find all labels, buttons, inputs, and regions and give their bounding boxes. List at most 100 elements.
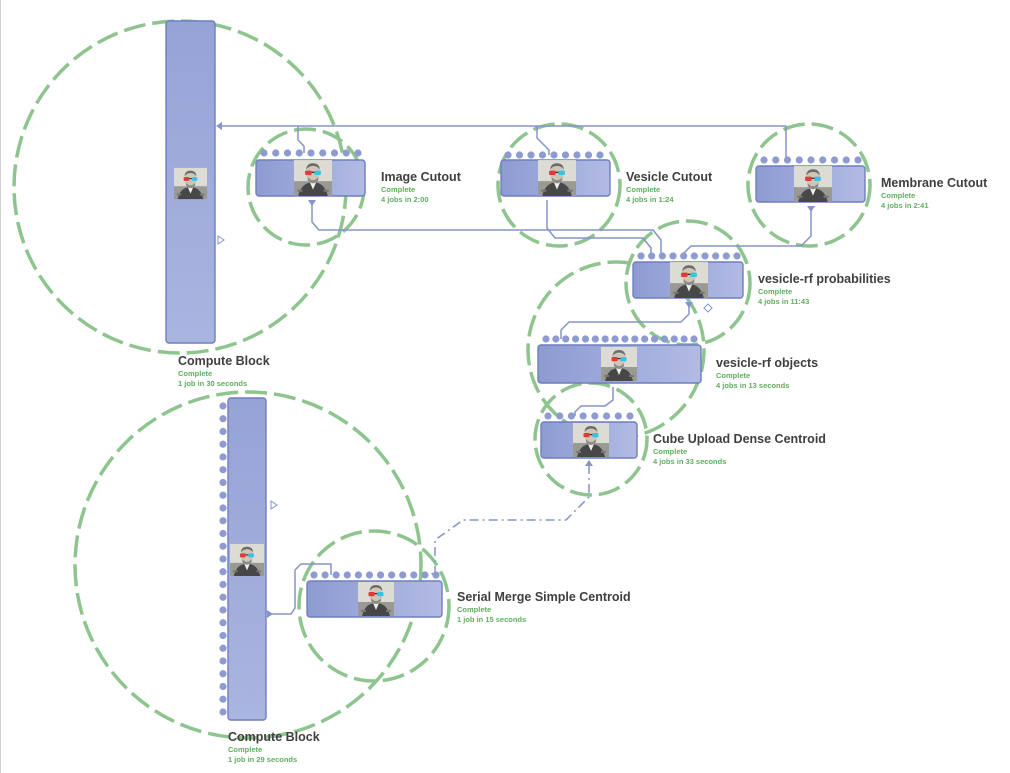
connector-objects-to-cube[interactable] (574, 387, 614, 416)
vesicle-rf-objects-port[interactable] (611, 335, 619, 343)
connector-serial-merge-to-cube[interactable] (434, 462, 590, 575)
connector-vesicle-cutout-input[interactable] (536, 126, 550, 155)
triangle-right-icon[interactable] (270, 500, 278, 510)
compute-block-2-port[interactable] (219, 644, 227, 652)
vesicle-rf-probabilities-port[interactable] (701, 252, 709, 260)
vesicle-rf-objects-port[interactable] (631, 335, 639, 343)
vesicle-rf-probabilities-port[interactable] (669, 252, 677, 260)
compute-block-2-module[interactable] (219, 397, 278, 721)
membrane-cutout-module[interactable] (755, 156, 866, 203)
membrane-cutout-port[interactable] (772, 156, 780, 164)
image-cutout-port[interactable] (342, 149, 350, 157)
cube-upload-dense-centroid-port[interactable] (591, 412, 599, 420)
compute-block-2-port[interactable] (219, 517, 227, 525)
image-cutout-port[interactable] (260, 149, 268, 157)
vesicle-rf-objects-port[interactable] (660, 335, 669, 343)
serial-merge-simple-centroid-port[interactable] (432, 571, 440, 579)
cube-upload-dense-centroid-port[interactable] (544, 412, 552, 420)
vesicle-cutout-module[interactable] (500, 151, 611, 197)
vesicle-rf-objects-port[interactable] (572, 335, 580, 343)
cube-upload-dense-centroid-port[interactable] (626, 412, 634, 420)
compute-block-2-port[interactable] (219, 542, 227, 550)
serial-merge-simple-centroid-port[interactable] (421, 571, 429, 579)
compute-block-2-port[interactable] (219, 708, 227, 716)
compute-block-2-port[interactable] (219, 580, 227, 589)
connector-vesicle-to-probabilities[interactable] (546, 200, 652, 256)
compute-block-2-port[interactable] (219, 555, 227, 563)
cube-upload-dense-centroid-port[interactable] (614, 412, 622, 420)
compute-block-2-port[interactable] (219, 491, 227, 499)
serial-merge-simple-centroid-port[interactable] (332, 571, 340, 579)
connector-probabilities-to-objects[interactable] (560, 302, 690, 339)
serial-merge-simple-centroid-port[interactable] (321, 571, 329, 579)
compute-block-2-port[interactable] (219, 415, 227, 423)
serial-merge-simple-centroid-port[interactable] (388, 571, 396, 579)
vesicle-cutout-port[interactable] (515, 151, 524, 159)
compute-block-2-port[interactable] (219, 682, 227, 691)
vesicle-cutout-port[interactable] (527, 151, 535, 159)
membrane-cutout-port[interactable] (760, 156, 768, 164)
compute-block-2-port[interactable] (219, 478, 227, 487)
compute-block-2-port[interactable] (219, 593, 227, 601)
membrane-cutout-port[interactable] (830, 156, 839, 164)
compute-block-2-port[interactable] (219, 466, 227, 474)
image-cutout-port[interactable] (272, 149, 280, 157)
serial-merge-simple-centroid-port[interactable] (399, 571, 407, 579)
membrane-cutout-port[interactable] (807, 156, 815, 164)
compute-block-2-port[interactable] (219, 453, 227, 461)
serial-merge-simple-centroid-port[interactable] (343, 571, 351, 579)
membrane-cutout-port[interactable] (842, 156, 850, 164)
serial-merge-simple-centroid-port[interactable] (354, 571, 362, 579)
vesicle-rf-probabilities-port[interactable] (722, 252, 730, 260)
compute-block-2-port[interactable] (219, 631, 227, 640)
serial-merge-simple-centroid-port[interactable] (310, 571, 318, 579)
connector-membrane-to-probabilities[interactable] (680, 206, 812, 257)
cube-upload-dense-centroid-port[interactable] (579, 412, 587, 420)
membrane-cutout-port[interactable] (783, 156, 792, 164)
image-cutout-port[interactable] (307, 149, 315, 157)
connector-compute-to-serial-merge[interactable] (267, 563, 332, 615)
compute-block-2-port[interactable] (219, 402, 227, 410)
vesicle-cutout-port[interactable] (550, 151, 558, 159)
cube-upload-dense-centroid-module[interactable] (540, 412, 638, 459)
vesicle-rf-objects-port[interactable] (670, 335, 678, 343)
compute-block-2-port[interactable] (219, 619, 227, 627)
serial-merge-simple-centroid-port[interactable] (410, 571, 418, 579)
vesicle-rf-objects-port[interactable] (601, 335, 609, 343)
compute-block-2-port[interactable] (219, 529, 227, 538)
connector-compute-block-top-link[interactable] (220, 125, 787, 160)
vesicle-cutout-port[interactable] (596, 151, 604, 159)
serial-merge-simple-centroid-module[interactable] (306, 571, 443, 618)
vesicle-rf-probabilities-port[interactable] (680, 252, 688, 260)
membrane-cutout-port[interactable] (795, 156, 803, 164)
vesicle-cutout-port[interactable] (584, 151, 593, 159)
connector-image-to-probabilities[interactable] (311, 200, 662, 256)
cube-upload-dense-centroid-port[interactable] (602, 412, 611, 420)
vesicle-rf-probabilities-port[interactable] (637, 252, 645, 260)
vesicle-rf-objects-port[interactable] (690, 335, 698, 343)
connector-image-cutout-input[interactable] (297, 126, 305, 153)
triangle-right-icon[interactable] (217, 235, 225, 245)
vesicle-rf-probabilities-port[interactable] (648, 252, 656, 260)
vesicle-rf-objects-port[interactable] (552, 335, 560, 343)
cube-upload-dense-centroid-port[interactable] (567, 412, 576, 420)
vesicle-rf-probabilities-port[interactable] (690, 252, 698, 260)
vesicle-rf-probabilities-port[interactable] (658, 252, 666, 260)
vesicle-rf-objects-port[interactable] (650, 335, 659, 343)
vesicle-rf-objects-port[interactable] (591, 335, 599, 343)
serial-merge-simple-centroid-port[interactable] (365, 571, 374, 579)
vesicle-rf-objects-port[interactable] (562, 335, 570, 343)
compute-block-2-port[interactable] (219, 695, 227, 703)
vesicle-cutout-port[interactable] (538, 151, 547, 159)
vesicle-rf-probabilities-module[interactable] (632, 252, 744, 299)
image-cutout-port[interactable] (354, 149, 362, 157)
compute-block-1-module[interactable] (165, 20, 225, 344)
vesicle-rf-objects-port[interactable] (621, 335, 629, 343)
compute-block-2-port[interactable] (219, 568, 227, 576)
vesicle-rf-objects-port[interactable] (542, 335, 550, 343)
vesicle-rf-objects-module[interactable] (537, 335, 702, 384)
image-cutout-module[interactable] (255, 149, 366, 197)
compute-block-2-port[interactable] (219, 504, 227, 512)
vesicle-rf-objects-port[interactable] (641, 335, 649, 343)
